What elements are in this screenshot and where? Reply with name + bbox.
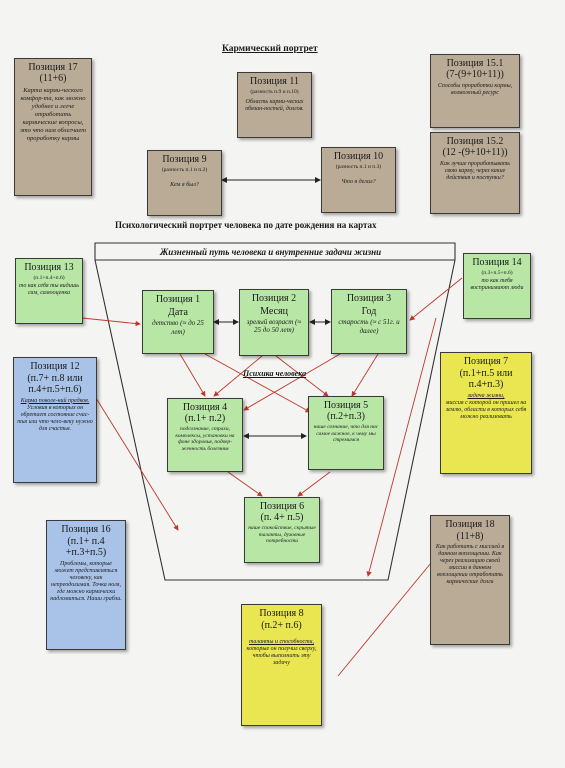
position-8-title: Позиция 8 (259, 608, 304, 619)
position-17-title: Позиция 17 (28, 62, 78, 73)
arrow-p14 (409, 277, 463, 321)
position-2-name: Месяц (260, 306, 288, 317)
position-6-desc: наше спокойствие, скрытые таланты, духов… (248, 525, 316, 544)
position-17-formula: (11+6) (39, 73, 67, 84)
arrow-p13 (81, 317, 141, 327)
position-4-title: Позиция 4 (182, 402, 228, 413)
position-13-desc: то как себя ты видишь сам, самооценка (19, 282, 79, 296)
position-9-desc: Кем я был? (170, 181, 199, 188)
position-7-formula: (п.1+п.5 или п.4+п.3) (459, 367, 513, 391)
position-4-desc: подсознание, страхи, комплексы, установк… (175, 426, 235, 452)
position-3-title: Позиция 3 (346, 293, 392, 304)
position-3-box: Позиция 3 Год старость (≈ с 51г. и далее… (331, 289, 407, 354)
position-12-formula: (п.7+ п.8 или п.4+п.5+п.6) (27, 372, 83, 396)
position-12-desc-underlined: Карма поколе-ний предков. (20, 397, 90, 404)
position-10-desc: Что я делал? (341, 178, 376, 185)
position-18-formula: (11+8) (456, 530, 484, 542)
position-17-desc: Карта карми-ческого комфор-та, как можно… (20, 87, 86, 142)
position-16-formula: (п.1+ п.4 +п.3+п.5) (65, 535, 107, 559)
position-15-1-formula: (7-(9+10+11)) (446, 69, 504, 80)
position-14-box: Позиция 14 (п.3+п.5+п.6) то как тебя вос… (463, 253, 531, 319)
position-5-box: Позиция 5 (п.2+п.3) наше сознание, что д… (308, 396, 384, 470)
arrow-p1-p4 (179, 353, 206, 397)
position-15-2-title: Позиция 15.2 (446, 136, 504, 147)
position-11-box: Позиция 11 (разность п.9 и п.10) Область… (237, 72, 312, 138)
position-7-title: Позиция 7 (463, 356, 509, 367)
position-4-box: Позиция 4 (п.1+ п.2) подсознание, страхи… (167, 398, 243, 472)
position-15-2-desc: Как лучше прорабатывать свою карму, чере… (439, 161, 511, 181)
position-5-formula: (п.2+п.3) (326, 411, 365, 422)
position-18-title: Позиция 18 (445, 519, 495, 530)
position-5-desc: наше сознание, что для нас самое важное,… (313, 424, 379, 443)
position-9-title: Позиция 9 (162, 154, 207, 165)
position-2-title: Позиция 2 (251, 293, 297, 304)
arrow-p5-p6 (297, 471, 331, 497)
psyche-label: Психика человека (243, 369, 307, 378)
position-15-1-desc: Способы проработки кармы, возможный ресу… (437, 83, 513, 96)
arrow-p2-p4 (213, 355, 263, 397)
position-7-desc-underlined: задача жизни, (467, 392, 505, 399)
position-8-desc: которые он получил сверху, чтобы выполни… (246, 646, 317, 666)
position-3-name: Год (361, 306, 377, 317)
position-7-box: Позиция 7 (п.1+п.5 или п.4+п.3) задача ж… (440, 352, 532, 474)
position-15-1-box: Позиция 15.1 (7-(9+10+11)) Способы прора… (430, 54, 520, 128)
position-12-desc: Условия в которых он обретает состояние … (17, 404, 93, 432)
position-18-box: Позиция 18 (11+8) Как работать с миссией… (430, 515, 510, 645)
position-8-formula: (п.2+ п.6) (261, 619, 302, 631)
arrow-p8 (337, 551, 441, 677)
position-17-box: Позиция 17 (11+6) Карта карми-ческого ко… (14, 58, 92, 196)
position-1-age: детство (≈ до 25 лет) (152, 319, 204, 336)
position-6-box: Позиция 6 (п. 4+ п.5) наше спокойствие, … (244, 497, 320, 563)
position-12-title: Позиция 12 (30, 361, 80, 372)
position-13-box: Позиция 13 (п.1+п.4+п.6) то как себя ты … (15, 258, 83, 324)
position-16-desc: Проблемы, которые может представляться ч… (50, 560, 122, 602)
arrow-p3-p4 (243, 353, 341, 411)
arrow-p4-p6 (227, 471, 263, 497)
position-14-desc: то как тебя воспринимают люди (470, 277, 524, 291)
position-16-box: Позиция 16 (п.1+ п.4 +п.3+п.5) Проблемы,… (46, 520, 126, 650)
position-15-2-formula: (12 -(9+10+11)) (442, 147, 508, 158)
position-15-2-box: Позиция 15.2 (12 -(9+10+11)) Как лучше п… (430, 132, 520, 214)
position-10-sub: (разность п.1 и п.3) (335, 164, 382, 170)
position-10-box: Позиция 10 (разность п.1 и п.3) Что я де… (321, 147, 396, 213)
position-11-sub: (разность п.9 и п.10) (250, 89, 299, 95)
psycho-portrait-title: Психологический портрет человека по дате… (115, 220, 377, 230)
position-7-desc: миссия с которой он пришел на землю, обл… (445, 399, 527, 420)
position-5-title: Позиция 5 (323, 400, 369, 411)
position-11-desc: Область карми-ческих обязан-ностей, долг… (245, 98, 304, 112)
position-6-title: Позиция 6 (259, 501, 305, 512)
position-2-box: Позиция 2 Месяц зрелый возраст (≈ 25 до … (239, 289, 309, 356)
position-14-title: Позиция 14 (472, 257, 522, 268)
position-4-formula: (п.1+ п.2) (184, 413, 226, 424)
arrow-p7 (366, 317, 437, 577)
position-12-box: Позиция 12 (п.7+ п.8 или п.4+п.5+п.6) Ка… (13, 357, 97, 483)
position-13-sub: (п.1+п.4+п.6) (33, 275, 65, 281)
position-9-box: Позиция 9 (разность п.1 и п.2) Кем я был… (147, 150, 222, 216)
position-1-box: Позиция 1 Дата детство (≈ до 25 лет) (142, 290, 214, 354)
position-14-sub: (п.3+п.5+п.6) (481, 270, 513, 276)
position-13-title: Позиция 13 (24, 262, 74, 273)
arrow-p1-p5 (204, 353, 311, 413)
life-path-title: Жизненный путь человека и внутренние зад… (160, 247, 382, 257)
arrow-p3-p5 (351, 353, 379, 397)
position-16-title: Позиция 16 (61, 524, 111, 535)
position-8-desc-underlined: таланты и способности, (248, 639, 315, 645)
position-6-formula: (п. 4+ п.5) (260, 512, 304, 523)
arrow-p12 (95, 397, 179, 531)
position-2-age: зрелый возраст (≈ 25 до 50 лет) (246, 318, 302, 334)
position-18-desc: Как работать с миссией в данном воплощен… (435, 544, 505, 585)
position-9-sub: (разность п.1 и п.2) (161, 167, 208, 173)
position-15-1-title: Позиция 15.1 (446, 58, 504, 69)
position-3-age: старость (≈ с 51г. и далее) (338, 318, 400, 335)
position-11-title: Позиция 11 (250, 76, 299, 87)
position-8-box: Позиция 8 (п.2+ п.6) таланты и способнос… (241, 604, 322, 726)
position-1-title: Позиция 1 (155, 294, 201, 305)
position-1-name: Дата (168, 307, 188, 318)
karmic-portrait-title: Кармический портрет (222, 44, 318, 54)
position-10-title: Позиция 10 (333, 151, 384, 162)
